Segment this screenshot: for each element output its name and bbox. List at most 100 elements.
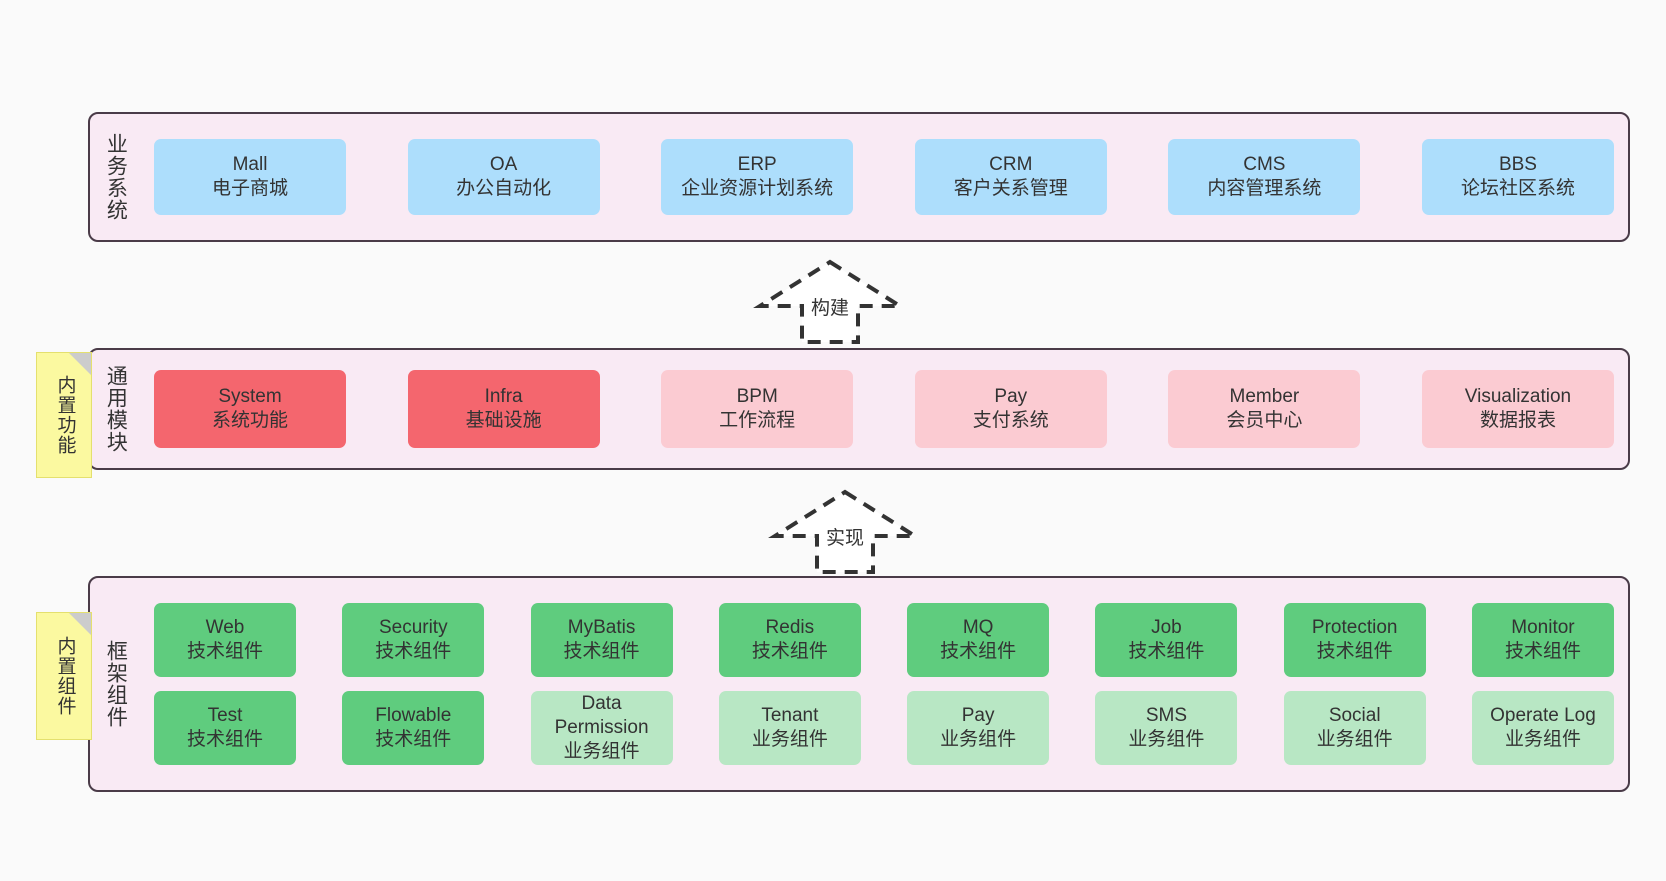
card-web-title: Web	[205, 616, 245, 638]
card-mq[interactable]: MQ 技术组件	[907, 603, 1050, 677]
card-system[interactable]: System 系统功能	[154, 370, 346, 448]
card-flowable[interactable]: Flowable 技术组件	[342, 691, 485, 765]
card-web-subtitle: 技术组件	[186, 641, 263, 662]
card-pay-component[interactable]: Pay 业务组件	[907, 691, 1050, 765]
card-protection-title: Protection	[1311, 616, 1398, 638]
framework-components-row-2: Test 技术组件 Flowable 技术组件 Data Permission …	[154, 691, 1614, 765]
card-redis-subtitle: 技术组件	[751, 641, 828, 662]
card-web[interactable]: Web 技术组件	[154, 603, 296, 677]
card-test-subtitle: 技术组件	[186, 729, 263, 750]
card-test-title: Test	[207, 704, 243, 726]
card-mybatis[interactable]: MyBatis 技术组件	[530, 603, 673, 677]
card-pay-component-title: Pay	[961, 704, 995, 726]
card-erp-subtitle: 企业资源计划系统	[681, 178, 834, 199]
card-bbs-subtitle: 论坛社区系统	[1460, 178, 1575, 199]
card-erp[interactable]: ERP 企业资源计划系统	[661, 139, 854, 215]
card-cms-subtitle: 内容管理系统	[1207, 178, 1322, 199]
card-visualization-subtitle: 数据报表	[1479, 410, 1556, 431]
card-mybatis-subtitle: 技术组件	[563, 641, 640, 662]
card-job-subtitle: 技术组件	[1128, 641, 1205, 662]
card-infra-subtitle: 基础设施	[465, 410, 542, 431]
sticky-note-builtin-components: 内置组件	[36, 612, 92, 740]
card-security-subtitle: 技术组件	[375, 641, 452, 662]
card-tenant-title: Tenant	[761, 704, 819, 726]
card-mq-subtitle: 技术组件	[940, 641, 1017, 662]
card-test[interactable]: Test 技术组件	[154, 691, 296, 765]
card-member-subtitle: 会员中心	[1226, 410, 1303, 431]
card-system-subtitle: 系统功能	[211, 410, 288, 431]
folded-corner-icon	[69, 613, 91, 635]
sticky-note-builtin-components-label: 内置组件	[54, 636, 76, 716]
common-modules-row: System 系统功能 Infra 基础设施 BPM 工作流程 Pay 支付系统…	[154, 370, 1614, 448]
layer-title-business-systems: 业务系统	[104, 133, 128, 221]
card-bpm[interactable]: BPM 工作流程	[661, 370, 854, 448]
implement-arrow-icon	[768, 489, 922, 574]
card-tenant[interactable]: Tenant 业务组件	[718, 691, 861, 765]
sticky-note-builtin-features-label: 内置功能	[54, 375, 76, 455]
card-protection-subtitle: 技术组件	[1316, 641, 1393, 662]
sticky-note-builtin-features: 内置功能	[36, 352, 92, 478]
layer-title-common-modules: 通用模块	[104, 365, 128, 453]
card-bbs-title: BBS	[1498, 153, 1537, 175]
card-data-permission[interactable]: Data Permission 业务组件	[530, 691, 673, 765]
card-bbs[interactable]: BBS 论坛社区系统	[1421, 139, 1614, 215]
card-sms-subtitle: 业务组件	[1128, 729, 1205, 750]
card-monitor[interactable]: Monitor 技术组件	[1471, 603, 1614, 677]
card-bpm-subtitle: 工作流程	[719, 410, 796, 431]
card-mybatis-title: MyBatis	[567, 616, 636, 638]
connector-implement: 实现	[768, 488, 922, 576]
layer-body-business-systems: Mall 电子商城 OA 办公自动化 ERP 企业资源计划系统 CRM 客户关系…	[140, 114, 1628, 240]
card-crm[interactable]: CRM 客户关系管理	[914, 139, 1107, 215]
card-oa-title: OA	[489, 153, 518, 175]
card-member[interactable]: Member 会员中心	[1168, 370, 1361, 448]
card-social-title: Social	[1328, 704, 1381, 726]
business-systems-row: Mall 电子商城 OA 办公自动化 ERP 企业资源计划系统 CRM 客户关系…	[154, 139, 1614, 215]
card-bpm-title: BPM	[736, 385, 778, 407]
layer-common-modules: 通用模块 System 系统功能 Infra 基础设施 BPM 工作流程 Pay	[88, 348, 1630, 470]
card-pay-module-title: Pay	[994, 385, 1028, 407]
card-social-subtitle: 业务组件	[1316, 729, 1393, 750]
card-monitor-title: Monitor	[1511, 616, 1575, 638]
build-arrow-icon	[753, 259, 907, 344]
card-mall-title: Mall	[232, 153, 268, 175]
card-redis[interactable]: Redis 技术组件	[718, 603, 861, 677]
card-visualization[interactable]: Visualization 数据报表	[1421, 370, 1614, 448]
layer-body-framework-components: Web 技术组件 Security 技术组件 MyBatis 技术组件 Redi…	[140, 578, 1628, 790]
card-system-title: System	[218, 385, 282, 407]
card-sms[interactable]: SMS 业务组件	[1095, 691, 1238, 765]
card-sms-title: SMS	[1145, 704, 1187, 726]
card-job[interactable]: Job 技术组件	[1095, 603, 1238, 677]
card-flowable-title: Flowable	[375, 704, 452, 726]
card-cms[interactable]: CMS 内容管理系统	[1168, 139, 1361, 215]
card-social[interactable]: Social 业务组件	[1283, 691, 1426, 765]
layer-title-framework-components: 框架组件	[104, 640, 128, 728]
card-security-title: Security	[378, 616, 448, 638]
card-crm-title: CRM	[989, 153, 1033, 175]
card-operate-log-subtitle: 业务组件	[1504, 729, 1581, 750]
card-mq-title: MQ	[962, 616, 994, 638]
card-operate-log[interactable]: Operate Log 业务组件	[1471, 691, 1614, 765]
card-crm-subtitle: 客户关系管理	[953, 178, 1068, 199]
card-redis-title: Redis	[765, 616, 815, 638]
card-tenant-subtitle: 业务组件	[751, 729, 828, 750]
card-security[interactable]: Security 技术组件	[342, 603, 485, 677]
card-monitor-subtitle: 技术组件	[1504, 641, 1581, 662]
card-pay-module[interactable]: Pay 支付系统	[914, 370, 1107, 448]
card-data-permission-title: Data Permission	[554, 692, 649, 738]
card-protection[interactable]: Protection 技术组件	[1283, 603, 1426, 677]
connector-build: 构建	[753, 258, 907, 346]
card-erp-title: ERP	[737, 153, 777, 175]
framework-components-row-1: Web 技术组件 Security 技术组件 MyBatis 技术组件 Redi…	[154, 603, 1614, 677]
card-oa-subtitle: 办公自动化	[456, 178, 552, 199]
layer-framework-components: 框架组件 Web 技术组件 Security 技术组件 MyBatis 技术组件…	[88, 576, 1630, 792]
card-operate-log-title: Operate Log	[1490, 704, 1596, 726]
card-oa[interactable]: OA 办公自动化	[407, 139, 600, 215]
layer-business-systems: 业务系统 Mall 电子商城 OA 办公自动化 ERP 企业资源计划系统 CRM	[88, 112, 1630, 242]
card-infra[interactable]: Infra 基础设施	[407, 370, 600, 448]
card-cms-title: CMS	[1243, 153, 1286, 175]
card-data-permission-subtitle: 业务组件	[563, 741, 640, 763]
card-infra-title: Infra	[484, 385, 523, 407]
folded-corner-icon	[69, 353, 91, 375]
card-mall[interactable]: Mall 电子商城	[154, 139, 346, 215]
